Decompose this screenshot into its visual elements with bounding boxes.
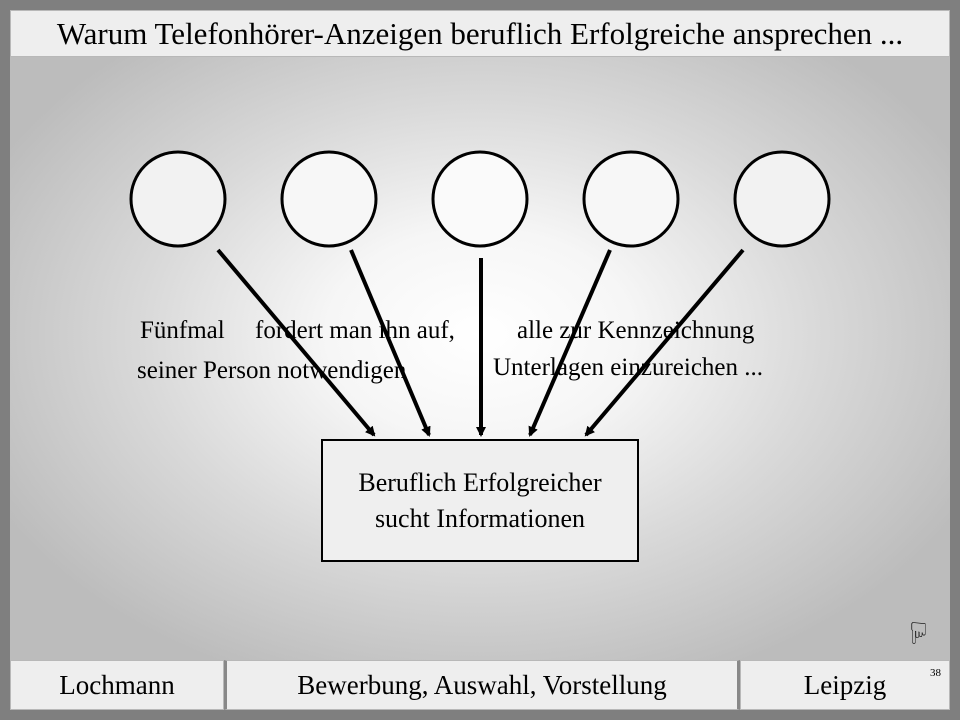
arrow-2 <box>349 249 431 437</box>
slide-title-bar: Warum Telefonhörer-Anzeigen beruflich Er… <box>10 10 950 57</box>
caption-phrase-unterlagen: Unterlagen einzureichen ... <box>493 354 764 381</box>
person-circle-3 <box>431 150 529 248</box>
footer-author: Lochmann <box>59 669 175 700</box>
footer-topic: Bewerbung, Auswahl, Vorstellung <box>297 669 667 700</box>
person-circle-2 <box>280 150 378 248</box>
caption-phrase-kennzeichnung: alle zur Kennzeichnung <box>517 317 755 344</box>
person-circle-5 <box>733 150 831 248</box>
caption-phrase-fordert: fordert man ihn auf, <box>255 317 455 344</box>
footer-right: Leipzig 38 <box>740 660 950 710</box>
slide-footer: Lochmann Bewerbung, Auswahl, Vorstellung… <box>10 660 950 710</box>
arrow-1 <box>216 248 376 437</box>
arrow-4 <box>528 249 612 437</box>
person-circle-4 <box>582 150 680 248</box>
target-box-line-1: Beruflich Erfolgreicher <box>358 468 602 498</box>
slide-title: Warum Telefonhörer-Anzeigen beruflich Er… <box>56 15 904 51</box>
footer-location: Leipzig <box>803 669 887 700</box>
person-circle-1 <box>129 150 227 248</box>
footer-left: Lochmann <box>10 660 224 710</box>
footer-middle: Bewerbung, Auswahl, Vorstellung <box>224 660 740 710</box>
caption-phrase-person: seiner Person notwendigen <box>137 357 407 384</box>
target-box-line-2: sucht Informationen <box>374 503 586 533</box>
pointing-hand-icon[interactable]: ☜ <box>901 619 937 647</box>
caption-word-fuenfmal: Fünfmal <box>140 317 225 344</box>
arrow-5 <box>584 248 745 437</box>
target-box: Beruflich Erfolgreicher sucht Informatio… <box>321 439 639 562</box>
page-number: 38 <box>930 667 941 679</box>
